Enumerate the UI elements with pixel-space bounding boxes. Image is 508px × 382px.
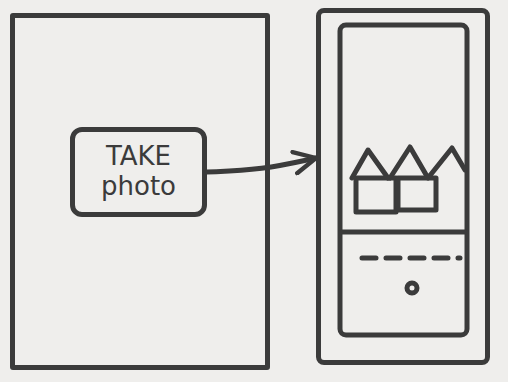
house-wall bbox=[398, 178, 436, 210]
dashed-line bbox=[362, 256, 460, 261]
viewfinder-edge bbox=[342, 230, 465, 235]
house-wall bbox=[356, 178, 396, 212]
flow-arrow bbox=[207, 158, 316, 172]
phone-frame bbox=[316, 8, 490, 365]
shutter-button bbox=[407, 283, 417, 293]
house-roofs bbox=[352, 147, 465, 178]
button-box: TAKE photo bbox=[70, 127, 207, 217]
screen-frame: TAKE photo bbox=[10, 13, 270, 370]
phone-screen bbox=[340, 25, 467, 335]
button-label: TAKE photo bbox=[75, 142, 202, 202]
